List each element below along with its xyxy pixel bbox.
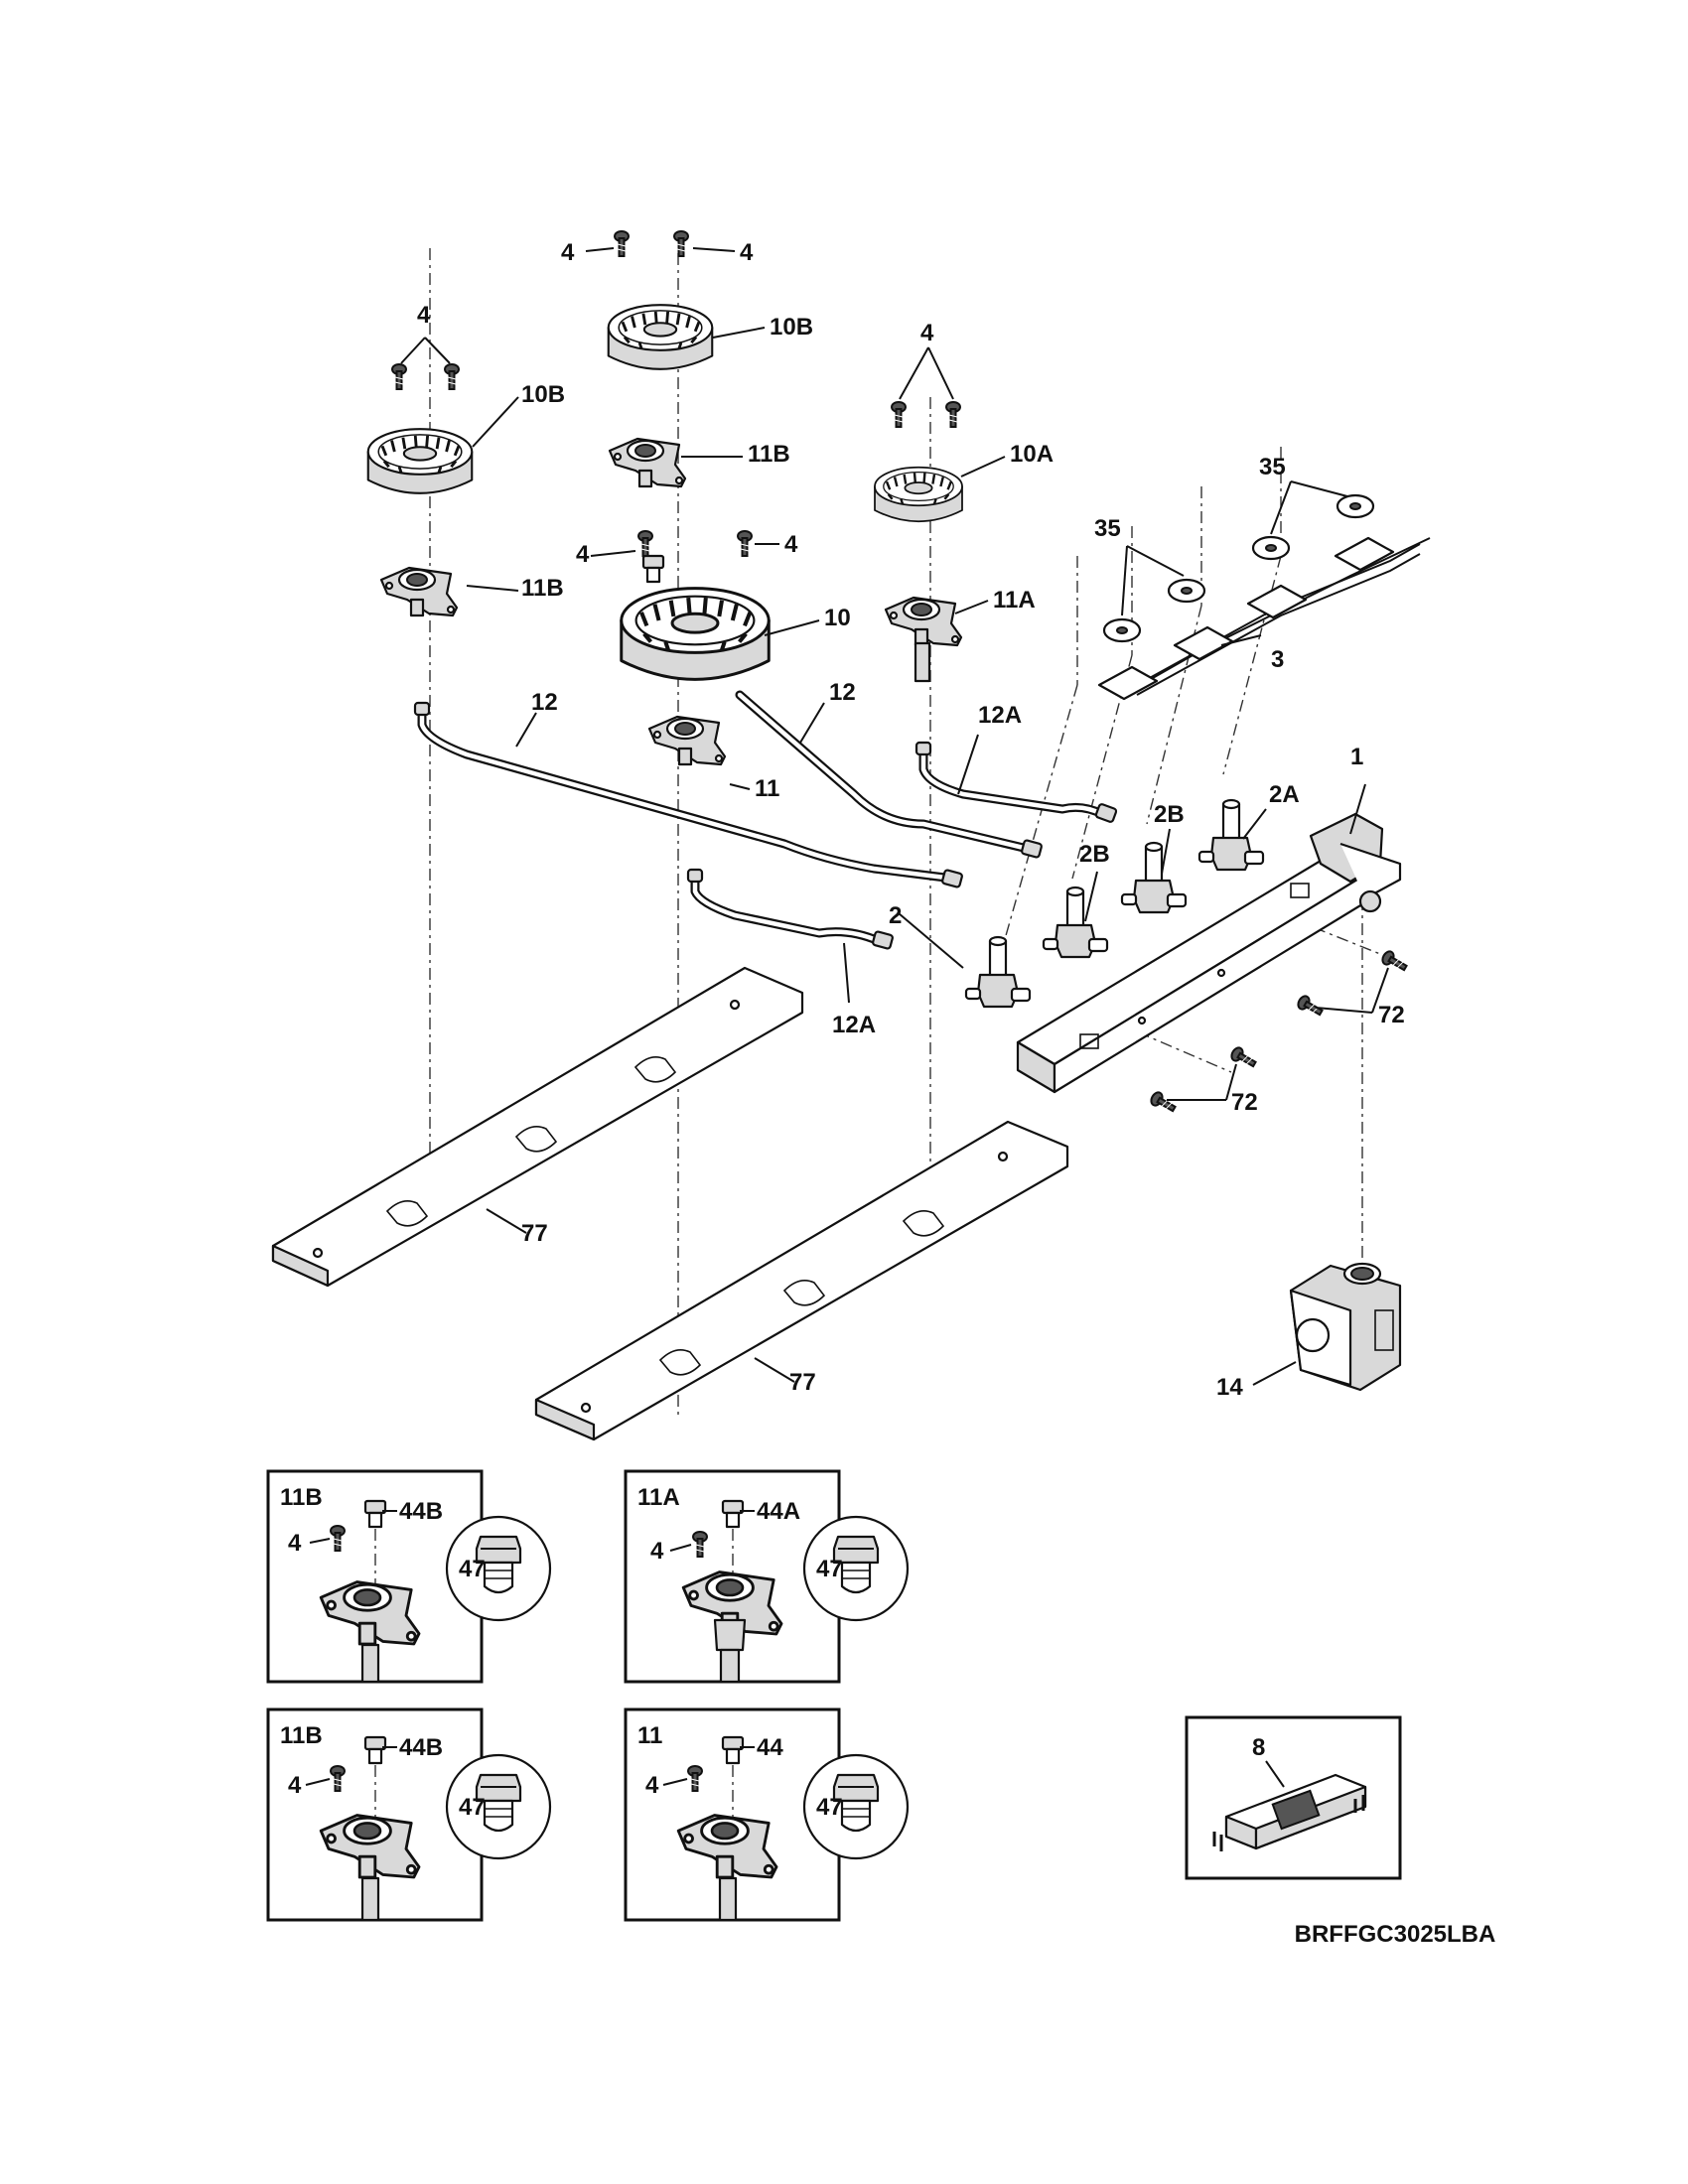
gas-manifold-1 (1016, 812, 1402, 1094)
inset-title: 11B (280, 1484, 323, 1511)
orifice-fitting-center (641, 554, 665, 584)
burner-cap-10 (622, 589, 770, 680)
label-screw-72-bottom: 72 (1231, 1089, 1258, 1116)
inset-detail-4: 11 44 4 47 (624, 1707, 910, 1922)
label-screw-72-right: 72 (1378, 1002, 1405, 1028)
label-head-11a: 11A (993, 587, 1036, 614)
inset-title: 11B (280, 1722, 323, 1749)
label-cap-10b-top: 10B (770, 314, 813, 341)
burner-head-11b-left (379, 566, 459, 617)
label-cap-10b-left: 10B (521, 381, 565, 408)
valve-2a (1197, 798, 1265, 872)
label-head-11b-left: 11B (521, 575, 564, 602)
leader-lines (400, 247, 1389, 1386)
inset-screw-label: 4 (650, 1538, 664, 1565)
label-tube-12-center: 12 (829, 679, 856, 706)
label-screw-d: 4 (576, 541, 590, 568)
label-valve-2a: 2A (1269, 781, 1300, 808)
label-screw-a: 4 (561, 239, 575, 266)
model-number: BRFFGC3025LBA (1295, 1921, 1496, 1948)
callout-labels: 4 4 10B 4 10B 11B 4 4 11B 10 4 10A 11A 1… (417, 239, 1405, 1401)
label-switch-35-right: 35 (1259, 454, 1286, 480)
inset-detail-3: 11B 44B 4 47 (266, 1707, 552, 1922)
label-manifold-1: 1 (1350, 744, 1363, 770)
label-switch-35-left: 35 (1094, 515, 1121, 542)
inset-detail-label: 47 (459, 1794, 486, 1821)
label-bracket-77-right: 77 (789, 1369, 816, 1396)
label-screw-f: 4 (920, 320, 934, 346)
inset-orifice-label: 44A (757, 1498, 800, 1525)
inset-detail-label: 47 (816, 1556, 843, 1582)
label-bracket-77-left: 77 (521, 1220, 548, 1247)
pressure-regulator-14 (1289, 1262, 1402, 1392)
label-valve-2: 2 (889, 902, 902, 929)
igniter-label: 8 (1252, 1734, 1265, 1761)
inset-orifice-label: 44B (399, 1498, 443, 1525)
inset-orifice-label: 44 (757, 1734, 783, 1761)
inset-screw-label: 4 (288, 1530, 302, 1557)
assembly-axis-lines (429, 248, 1391, 1420)
inset-screw-label: 4 (288, 1772, 302, 1799)
inset-igniter-8: 8 (1185, 1715, 1402, 1880)
burner-bracket-77-left (271, 966, 804, 1288)
label-head-11b-top: 11B (748, 441, 790, 468)
burner-head-11a (884, 596, 963, 683)
label-tube-12a-right: 12A (978, 702, 1022, 729)
valve-2b-left (1042, 886, 1109, 959)
inset-detail-label: 47 (459, 1556, 486, 1582)
inset-screw-label: 4 (645, 1772, 659, 1799)
valve-2 (964, 935, 1032, 1009)
label-screw-b: 4 (740, 239, 754, 266)
burner-head-11b-top (608, 437, 687, 488)
burner-cap-10b-top (607, 303, 714, 371)
inset-detail-2: 11A 44A 4 47 (624, 1469, 910, 1684)
inset-detail-label: 47 (816, 1794, 843, 1821)
label-regulator-14: 14 (1216, 1374, 1243, 1401)
label-tube-12a-bottom: 12A (832, 1012, 876, 1038)
burner-cap-10b-left (366, 427, 474, 495)
inset-title: 11A (637, 1484, 680, 1511)
label-tube-12-left: 12 (531, 689, 558, 716)
label-cap-10: 10 (824, 605, 851, 631)
label-head-11: 11 (755, 775, 779, 802)
burner-cap-10a (873, 466, 964, 523)
label-valve-2b-right: 2B (1154, 801, 1185, 828)
label-valve-2b-left: 2B (1079, 841, 1110, 868)
label-screw-e: 4 (784, 531, 798, 558)
push-switches-35 (1102, 493, 1375, 643)
switch-harness-3 (1097, 536, 1431, 701)
burner-head-11 (647, 715, 727, 766)
label-cap-10a: 10A (1010, 441, 1054, 468)
burner-bracket-77-right (534, 1120, 1069, 1441)
supply-tubes (413, 690, 1118, 950)
valve-2b-right (1120, 841, 1188, 914)
inset-orifice-label: 44B (399, 1734, 443, 1761)
label-screw-c: 4 (417, 302, 431, 329)
label-harness-3: 3 (1271, 646, 1284, 673)
inset-detail-1: 11B 44B 4 47 (266, 1469, 552, 1684)
inset-title: 11 (637, 1722, 662, 1749)
